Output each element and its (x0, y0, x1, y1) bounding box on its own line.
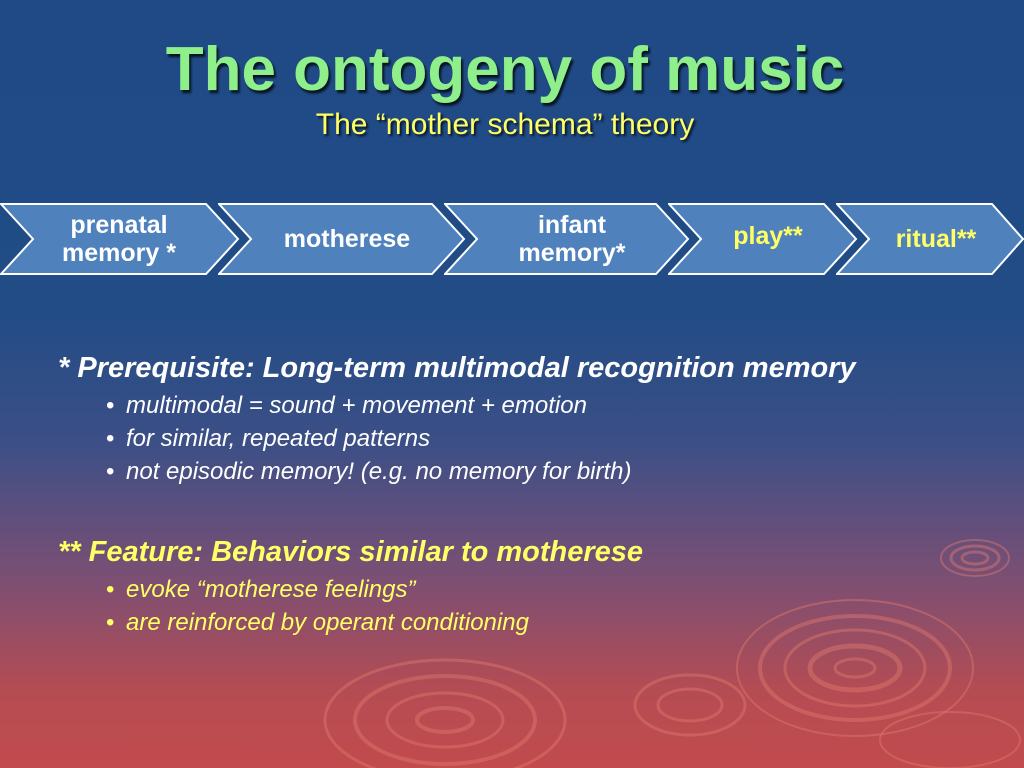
process-step-motherese: motherese (218, 203, 466, 275)
list-item: •multimodal = sound + movement + emotion (106, 392, 587, 419)
prerequisite-section: * Prerequisite: Long-term multimodal rec… (58, 352, 856, 488)
process-step-play: play** (668, 203, 858, 275)
process-step-ritual: ritual** (836, 203, 1024, 275)
prerequisite-bullet-list: •multimodal = sound + movement + emotion… (58, 389, 856, 488)
feature-bullet-list: •evoke “motherese feelings” •are reinfor… (58, 573, 643, 639)
list-item: •for similar, repeated patterns (106, 425, 431, 452)
chevron-shape (668, 203, 858, 275)
list-item: •evoke “motherese feelings” (106, 576, 416, 603)
list-item: •are reinforced by operant conditioning (106, 609, 529, 636)
feature-heading: ** Feature: Behaviors similar to mothere… (58, 536, 644, 568)
list-item: •not episodic memory! (e.g. no memory fo… (106, 458, 632, 485)
prerequisite-heading: * Prerequisite: Long-term multimodal rec… (58, 352, 856, 384)
process-step-label: motherese (283, 225, 411, 253)
feature-section: ** Feature: Behaviors similar to mothere… (58, 536, 643, 639)
process-step-label: ritual** (895, 225, 977, 253)
chevron-shape (444, 203, 690, 275)
chevron-shape (836, 203, 1024, 275)
process-step-label: play** (733, 222, 803, 250)
chevron-shape (0, 203, 240, 275)
slide-subtitle: The “mother schema” theory (315, 108, 695, 141)
chevron-shape (218, 203, 466, 275)
slide-title: The ontogeny of music (165, 35, 845, 104)
